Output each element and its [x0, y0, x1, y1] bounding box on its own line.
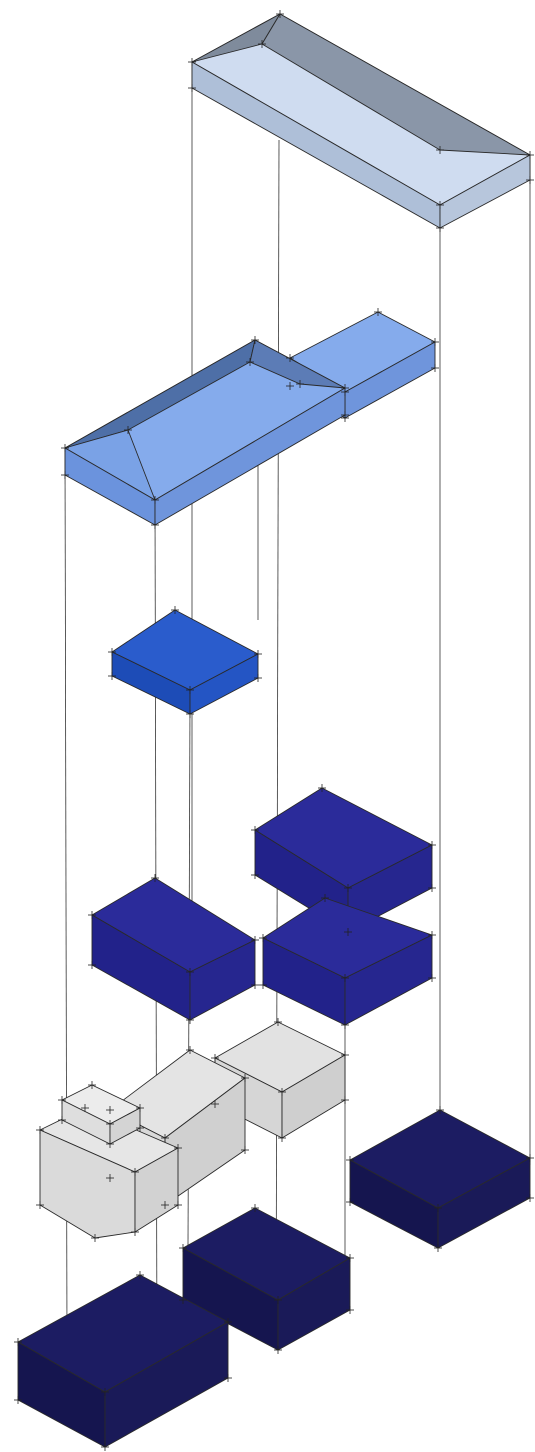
- context-buildings: [40, 1022, 345, 1238]
- base-block-right: [350, 1110, 530, 1248]
- block-lower-right: [263, 898, 432, 1025]
- roof-level-two: [65, 312, 435, 525]
- roof-level-one: [192, 14, 530, 228]
- mid-block: [112, 610, 258, 714]
- block-left: [92, 878, 255, 1020]
